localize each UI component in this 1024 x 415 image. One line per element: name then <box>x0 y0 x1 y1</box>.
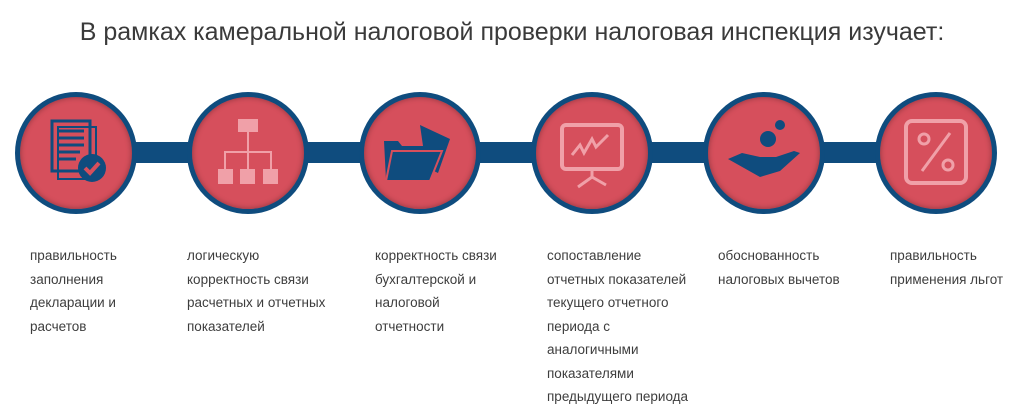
item-text-4: сопоставление отчетных показателей текущ… <box>547 248 689 404</box>
hierarchy-icon <box>187 92 309 214</box>
percent-icon <box>875 92 997 214</box>
folder-icon <box>359 92 481 214</box>
page-title: В рамках камеральной налоговой проверки … <box>79 18 945 46</box>
hand-coins-icon <box>703 92 825 214</box>
item-text-1: правильность заполнения декларации и рас… <box>30 248 117 334</box>
item-text-3: корректность связи бухгалтерской и налог… <box>375 248 497 334</box>
item-text-6: правильность применения льгот <box>890 248 1004 287</box>
item-text-2: логическую корректность связи расчетных … <box>187 248 326 334</box>
document-check-icon <box>15 92 137 214</box>
chart-board-icon <box>531 92 653 214</box>
item-text-5: обоснованность налоговых вычетов <box>718 248 840 287</box>
